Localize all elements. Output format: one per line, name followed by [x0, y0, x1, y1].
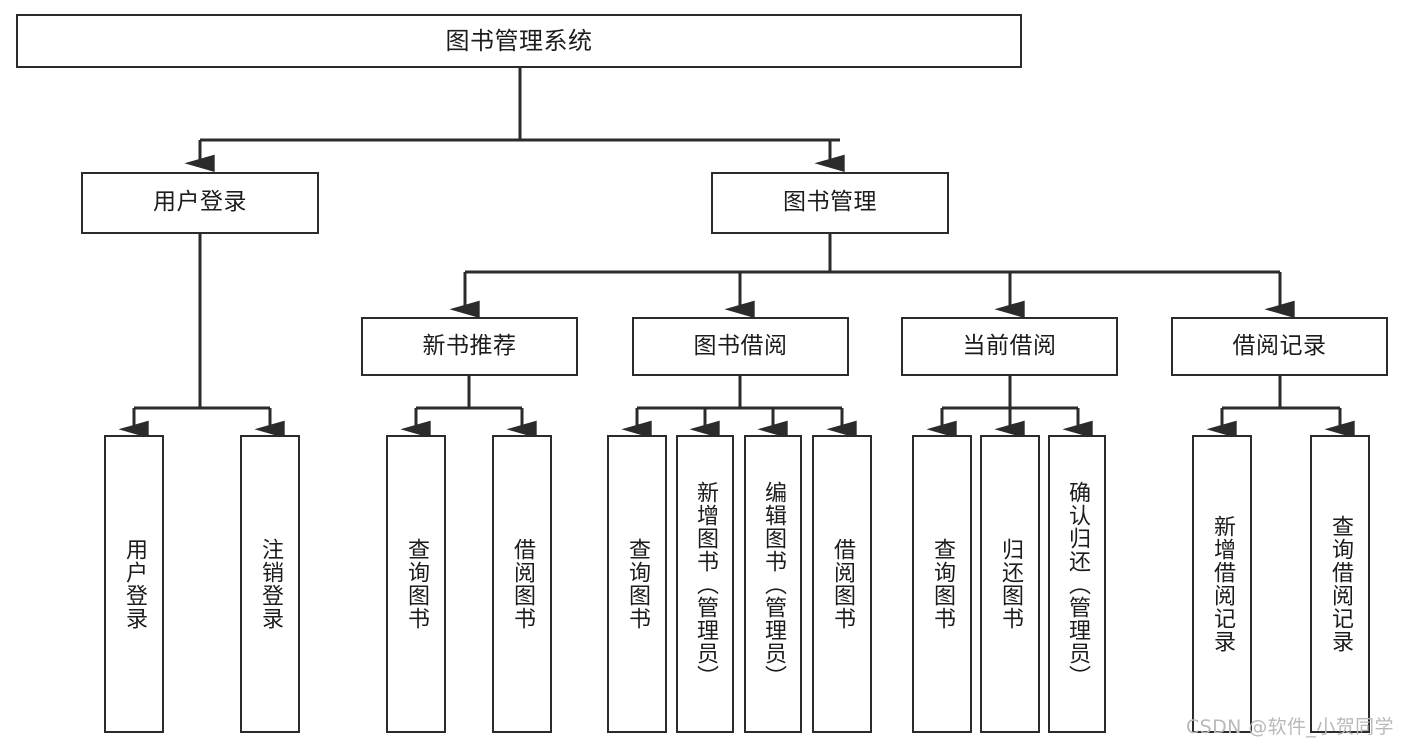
node-label: 查询图书: [403, 538, 429, 630]
node-root-system[interactable]: 图书管理系统: [16, 14, 1022, 68]
node-label: 归还图书: [997, 538, 1023, 630]
leaf-borrow-edit-book-admin[interactable]: 编辑图书（管理员）: [744, 435, 802, 733]
node-label: 注销登录: [257, 538, 283, 630]
node-label: 借阅记录: [1232, 332, 1327, 359]
node-label: 新增借阅记录: [1209, 515, 1235, 653]
leaf-recommend-query-book[interactable]: 查询图书: [386, 435, 446, 733]
leaf-current-query-book[interactable]: 查询图书: [912, 435, 972, 733]
node-book-borrow[interactable]: 图书借阅: [632, 317, 849, 376]
leaf-borrow-query-book[interactable]: 查询图书: [607, 435, 667, 733]
leaf-current-confirm-return-admin[interactable]: 确认归还（管理员）: [1048, 435, 1106, 733]
leaf-recommend-borrow-book[interactable]: 借阅图书: [492, 435, 552, 733]
node-label: 查询图书: [624, 538, 650, 630]
node-label: 确认归还（管理员）: [1064, 480, 1090, 688]
node-book-management[interactable]: 图书管理: [711, 172, 949, 234]
node-label: 当前借阅: [962, 332, 1057, 359]
node-user-login[interactable]: 用户登录: [81, 172, 319, 234]
leaf-user-login-logout[interactable]: 注销登录: [240, 435, 300, 733]
csdn-watermark: CSDN @软件_小贺同学: [1186, 716, 1394, 738]
node-label: 查询图书: [929, 538, 955, 630]
node-new-book-recommend[interactable]: 新书推荐: [361, 317, 578, 376]
node-label: 用户登录: [153, 189, 247, 216]
node-label: 用户登录: [121, 538, 147, 630]
leaf-record-query-record[interactable]: 查询借阅记录: [1310, 435, 1370, 733]
leaf-current-return-book[interactable]: 归还图书: [980, 435, 1040, 733]
leaf-borrow-borrow-book[interactable]: 借阅图书: [812, 435, 872, 733]
node-label: 查询借阅记录: [1327, 515, 1353, 653]
node-label: 借阅图书: [829, 538, 855, 630]
node-label: 编辑图书（管理员）: [760, 480, 786, 688]
node-label: 借阅图书: [509, 538, 535, 630]
node-label: 新增图书（管理员）: [692, 480, 718, 688]
leaf-borrow-add-book-admin[interactable]: 新增图书（管理员）: [676, 435, 734, 733]
leaf-user-login-login[interactable]: 用户登录: [104, 435, 164, 733]
node-current-borrow[interactable]: 当前借阅: [901, 317, 1118, 376]
node-label: 新书推荐: [422, 332, 517, 359]
node-label: 图书管理系统: [445, 26, 593, 55]
leaf-record-add-record[interactable]: 新增借阅记录: [1192, 435, 1252, 733]
node-label: 图书管理: [783, 189, 877, 216]
node-borrow-record[interactable]: 借阅记录: [1171, 317, 1388, 376]
node-label: 图书借阅: [693, 332, 788, 359]
